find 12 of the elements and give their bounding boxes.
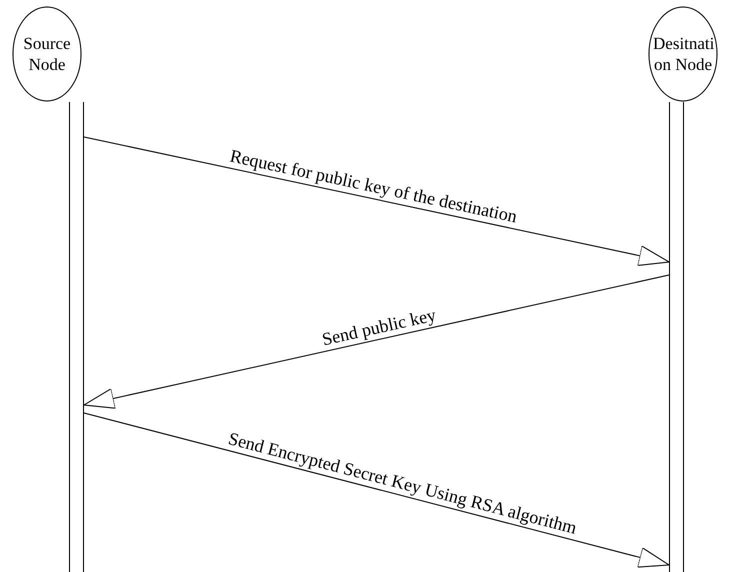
participant-circle bbox=[648, 6, 718, 102]
message-label: Send public key bbox=[320, 304, 438, 350]
lifeline-bar bbox=[669, 102, 684, 572]
message-arrow bbox=[84, 412, 670, 568]
lifeline-bar bbox=[69, 102, 84, 572]
participant-circle bbox=[12, 6, 82, 102]
message-label: Send Encrypted Secret Key Using RSA algorithm bbox=[226, 428, 579, 538]
message-arrow bbox=[84, 136, 670, 266]
message-arrow bbox=[84, 274, 670, 409]
participant-name: Source Node bbox=[22, 33, 72, 75]
participant-name: Desitnati on Node bbox=[653, 33, 713, 75]
message-label: Request for public key of the destination bbox=[228, 146, 520, 228]
